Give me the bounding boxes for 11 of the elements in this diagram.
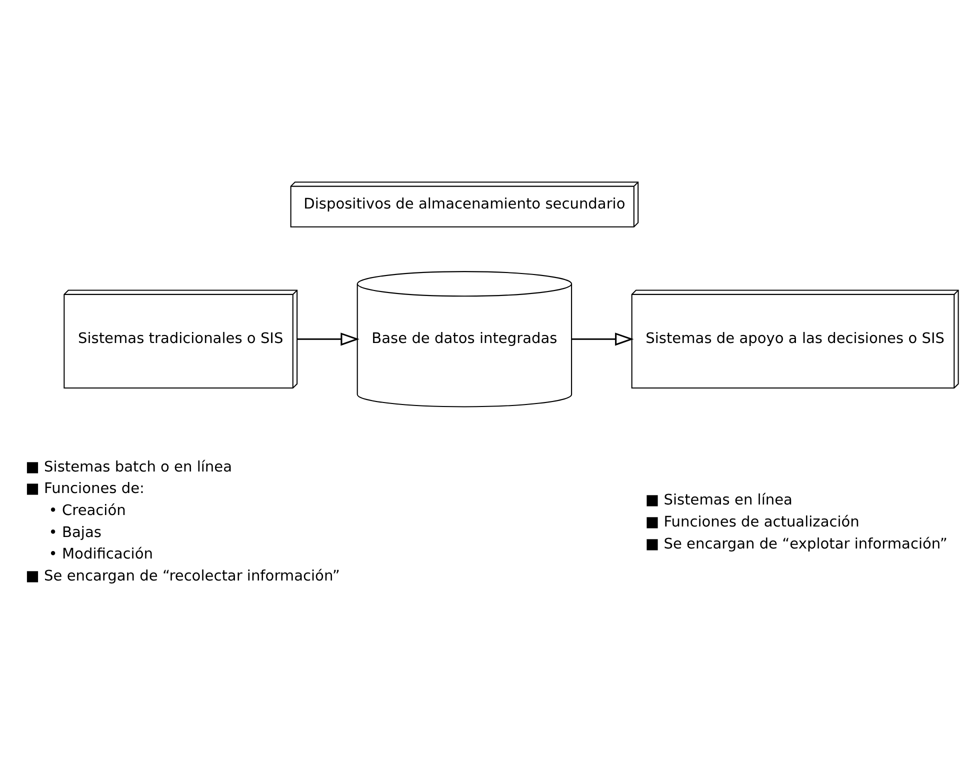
arrow bbox=[572, 332, 634, 346]
label: ■ Funciones de actualización bbox=[645, 513, 860, 530]
label: • Creación bbox=[48, 502, 126, 519]
label: ■ Se encargan de “recolectar información” bbox=[26, 567, 340, 584]
label: • Bajas bbox=[48, 523, 102, 540]
arrow bbox=[297, 332, 360, 346]
label: ■ Sistemas batch o en línea bbox=[26, 458, 232, 475]
label: ■ Funciones de: bbox=[26, 480, 144, 497]
label: ■ Sistemas en línea bbox=[645, 491, 792, 508]
label: • Modificación bbox=[48, 545, 153, 562]
label: ■ Se encargan de “explotar información” bbox=[645, 534, 948, 552]
